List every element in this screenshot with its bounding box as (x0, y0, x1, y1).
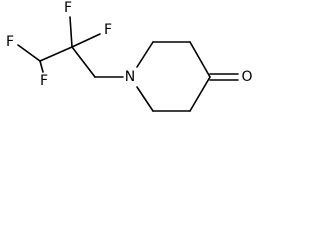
atom-o: O (241, 69, 252, 85)
bond-re-n (136, 86, 154, 112)
bond-c1-c2 (39, 46, 73, 62)
atom-f4: F (40, 73, 48, 89)
atom-f2: F (104, 22, 112, 38)
bond-rc-rd (189, 76, 211, 112)
atom-f1: F (64, 0, 72, 16)
bond-n-ra (136, 41, 154, 68)
bond-c2-f1 (69, 16, 73, 48)
bond-c1-f3 (17, 44, 41, 62)
bond-c2-f2 (71, 33, 101, 48)
bond-rb-rc (189, 41, 211, 78)
chemical-structure: F F F F N O (6, 0, 253, 112)
atom-labels: F F F F N O (6, 0, 253, 89)
bond-c1-f4 (39, 60, 44, 73)
atom-n: N (125, 69, 135, 85)
bonds (17, 16, 239, 112)
atom-f3: F (6, 34, 14, 50)
bond-c2-c3 (71, 46, 96, 78)
